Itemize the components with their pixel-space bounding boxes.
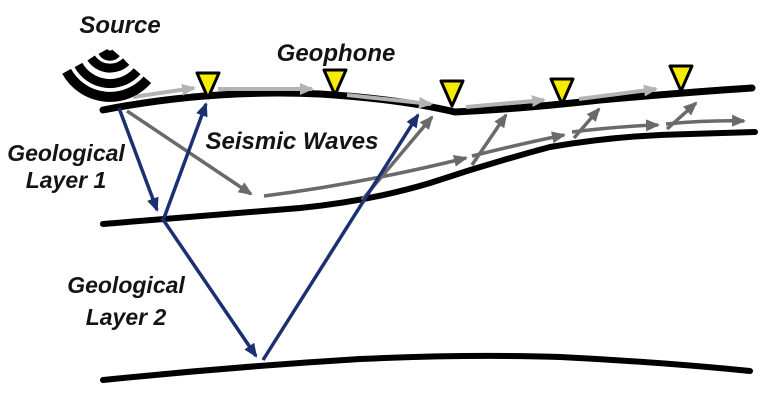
reflected-wave-arrows	[117, 102, 420, 361]
source-arc-2	[87, 55, 130, 73]
source-label: Source	[79, 12, 160, 39]
layer1-label-line2: Layer 1	[26, 167, 107, 193]
geophone-icon-5	[668, 64, 694, 93]
geological-layer-2-label: Geological Layer 2	[67, 272, 185, 330]
refracted-arrival-arrow-4	[665, 101, 698, 131]
direct-wave-arrow-3	[346, 93, 433, 109]
layer2-label-line1: Geological	[67, 272, 185, 298]
direct-wave-arrow-4	[465, 95, 546, 109]
geophone-icon-1	[195, 71, 221, 100]
layer1-label-line1: Geological	[7, 140, 125, 166]
blue-transmitted-ray-to-bottom	[160, 217, 258, 358]
blue-deep-reflected-ray-to-surface	[261, 113, 420, 361]
geophone-icon-2	[322, 68, 348, 97]
direct-wave-arrows	[132, 83, 658, 109]
direct-wave-arrow-5	[578, 84, 658, 101]
geological-boundaries	[99, 84, 758, 383]
refracted-arrival-arrow-3	[572, 107, 601, 140]
layer1-layer2-boundary-line	[100, 129, 758, 227]
source-arc-1	[98, 48, 120, 61]
geophone-label: Geophone	[277, 40, 396, 67]
source-arc-4	[62, 68, 152, 102]
geological-layer-1-label: Geological Layer 1	[7, 140, 125, 193]
geophone-icon-3	[439, 79, 465, 108]
blue-incident-ray-to-boundary1	[117, 107, 159, 212]
blue-reflected-ray-to-geophone1	[162, 102, 208, 219]
source-waves-icon	[62, 48, 152, 102]
seismic-waves-label: Seismic Waves	[205, 128, 378, 155]
source-arc-3	[74, 62, 141, 89]
layer2-bottom-boundary-line	[100, 352, 753, 383]
refracted-arrival-arrow-2	[470, 113, 508, 166]
ground-surface-line	[99, 84, 756, 116]
direct-wave-arrow-1	[132, 83, 196, 99]
head-wave-segment-1	[263, 155, 468, 198]
geophone-icon-4	[549, 77, 575, 106]
layer2-label-line2: Layer 2	[86, 304, 167, 330]
geophones	[195, 64, 694, 108]
